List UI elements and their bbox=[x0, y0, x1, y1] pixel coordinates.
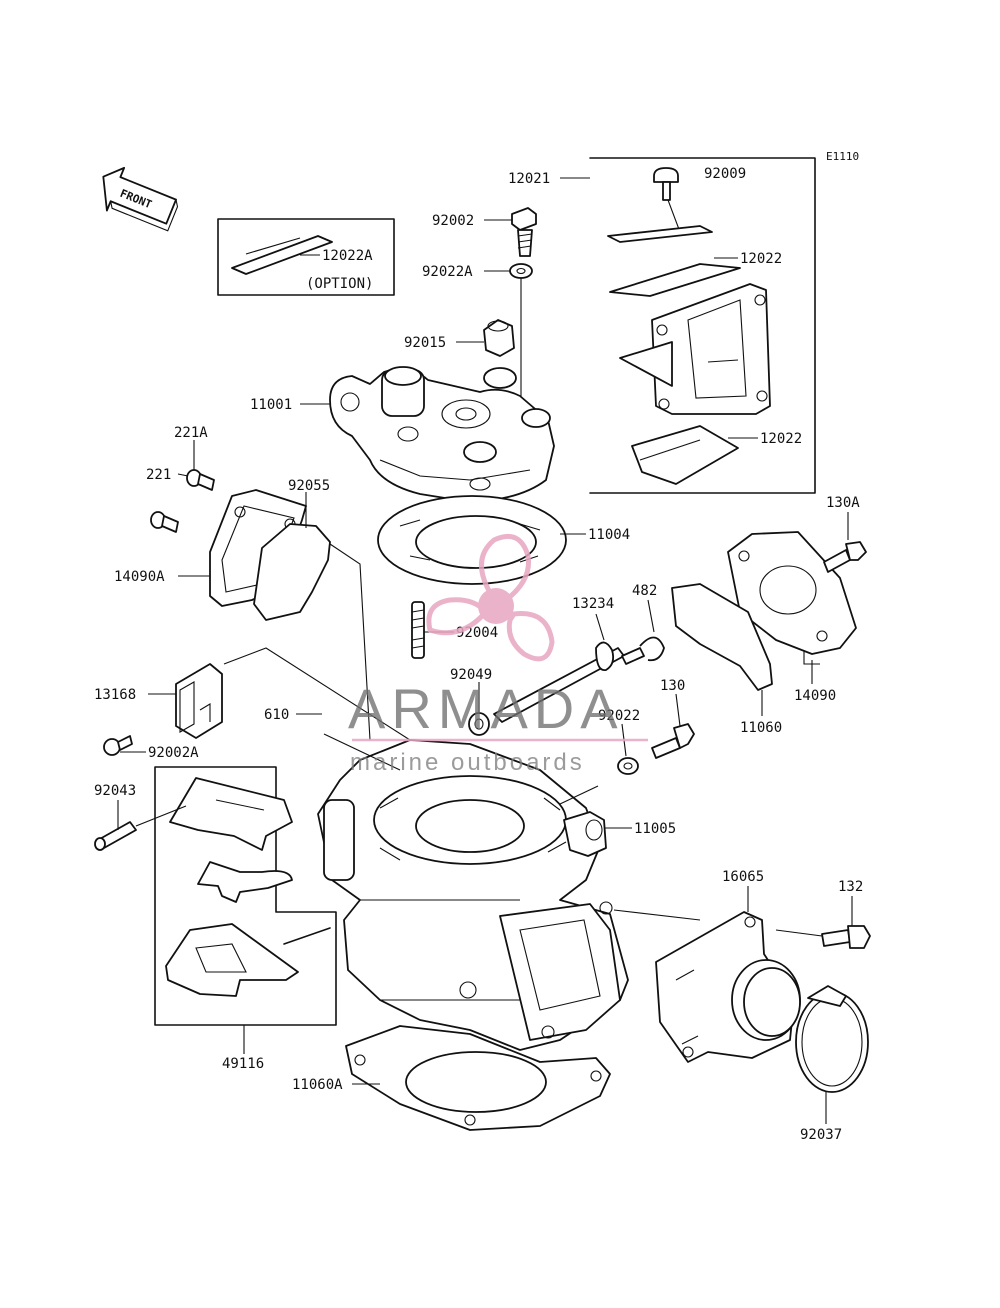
part-label-11004: 11004 bbox=[588, 527, 630, 543]
part-label-11005: 11005 bbox=[634, 821, 676, 837]
option-note: (OPTION) bbox=[306, 276, 373, 292]
part-label-92049: 92049 bbox=[450, 667, 492, 683]
part-label-92002A: 92002A bbox=[148, 745, 199, 761]
head-gasket-11004 bbox=[377, 495, 567, 585]
watermark-brand: ARMADA bbox=[348, 677, 624, 740]
part-label-12022a: 12022 bbox=[740, 251, 782, 267]
part-label-11060: 11060 bbox=[740, 720, 782, 736]
part-label-92022: 92022 bbox=[598, 708, 640, 724]
watermark-tagline: marine outboards bbox=[350, 749, 585, 776]
bolt-221 bbox=[186, 469, 215, 491]
part-label-221: 221 bbox=[146, 467, 171, 483]
part-label-12021: 12021 bbox=[508, 171, 550, 187]
nut-92015 bbox=[483, 319, 515, 357]
pin-92043 bbox=[94, 821, 137, 851]
part-label-92009: 92009 bbox=[704, 166, 746, 182]
part-label-14090: 14090 bbox=[794, 688, 836, 704]
part-label-92037: 92037 bbox=[800, 1127, 842, 1143]
bolt-132 bbox=[821, 925, 871, 949]
part-label-14090A: 14090A bbox=[114, 569, 165, 585]
part-label-130: 130 bbox=[660, 678, 685, 694]
washer-92022A bbox=[509, 263, 533, 279]
bracket-13168 bbox=[175, 663, 223, 739]
reed-valve-group bbox=[589, 157, 816, 494]
bolt-221b bbox=[150, 511, 179, 533]
stud-92004 bbox=[411, 601, 425, 659]
watermark: ARMADA marine outboards bbox=[348, 534, 648, 776]
gasket-92055 bbox=[253, 523, 331, 621]
part-label-49116: 49116 bbox=[222, 1056, 264, 1072]
front-arrow-icon: FRONT bbox=[102, 166, 179, 232]
valve-kit-49116 bbox=[154, 766, 337, 1026]
part-label-92055: 92055 bbox=[288, 478, 330, 494]
leader-lines bbox=[117, 177, 853, 1124]
clamp-92037 bbox=[795, 985, 869, 1093]
propeller-logo-icon bbox=[426, 534, 555, 662]
bolt-130A bbox=[823, 541, 867, 573]
part-label-610: 610 bbox=[264, 707, 289, 723]
gasket-11060 bbox=[671, 583, 773, 691]
part-label-16065: 16065 bbox=[722, 869, 764, 885]
part-label-132: 132 bbox=[838, 879, 863, 895]
part-label-130A: 130A bbox=[826, 495, 860, 511]
diagram-code: E1110 bbox=[826, 150, 859, 163]
part-labels: 12021 92009 92002 12022 92022A 92015 110… bbox=[94, 166, 863, 1143]
base-gasket-11060A bbox=[345, 1025, 611, 1131]
pin-13234 bbox=[493, 641, 645, 723]
part-label-11001: 11001 bbox=[250, 397, 292, 413]
part-label-11060A: 11060A bbox=[292, 1077, 343, 1093]
part-label-482: 482 bbox=[632, 583, 657, 599]
washer-92049 bbox=[468, 712, 490, 736]
washer-92022 bbox=[617, 757, 639, 775]
part-label-92015: 92015 bbox=[404, 335, 446, 351]
part-label-12022b: 12022 bbox=[760, 431, 802, 447]
cylinder-block bbox=[317, 739, 629, 1051]
intake-manifold-16065 bbox=[655, 911, 801, 1063]
bolt-92002A bbox=[103, 735, 133, 756]
part-label-92022A: 92022A bbox=[422, 264, 473, 280]
option-part-number: 12022A bbox=[322, 248, 373, 264]
part-label-13234: 13234 bbox=[572, 596, 614, 612]
part-label-92002: 92002 bbox=[432, 213, 474, 229]
clip-482 bbox=[639, 636, 665, 662]
bolt-92002 bbox=[511, 207, 537, 257]
cylinder-head-11001 bbox=[329, 366, 555, 503]
option-box: 12022A (OPTION) bbox=[217, 218, 395, 296]
part-label-13168: 13168 bbox=[94, 687, 136, 703]
part-label-92043: 92043 bbox=[94, 783, 136, 799]
part-label-221A: 221A bbox=[174, 425, 208, 441]
bolt-130 bbox=[651, 723, 695, 759]
